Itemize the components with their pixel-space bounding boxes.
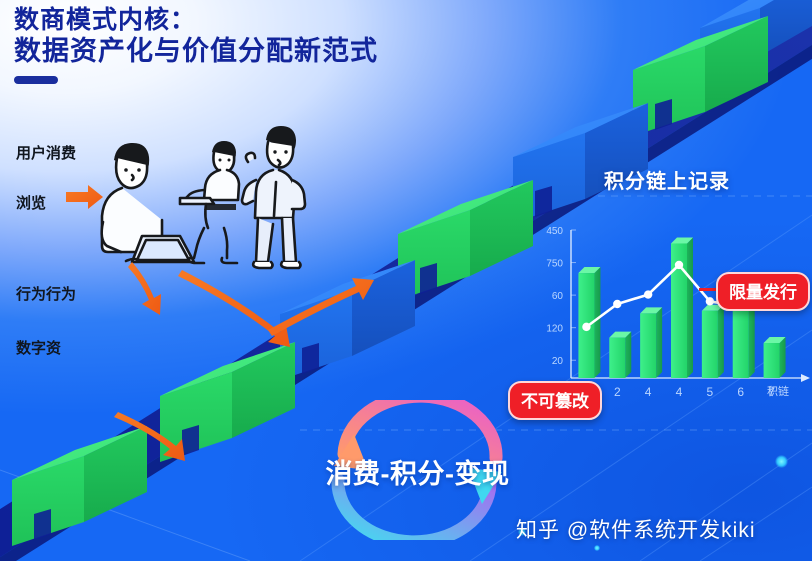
chart-y-tick: 120	[546, 324, 563, 335]
chart-x-tick: 6	[737, 385, 744, 399]
label-browse: 浏览	[16, 195, 47, 212]
glow-dot	[594, 545, 600, 551]
chart-line-point	[643, 290, 653, 299]
chart-bar	[701, 304, 724, 378]
title-line-1: 数商模式内核：	[14, 6, 197, 34]
chart-line-point	[674, 260, 684, 270]
label-user-consume: 用户消费	[16, 145, 77, 162]
chart-line-point	[613, 299, 622, 309]
title-underline	[14, 76, 58, 85]
chart-bar	[763, 337, 786, 378]
poster-title: 数商模式内核： 数据资产化与价值分配新范式	[14, 6, 378, 85]
cycle-graphic: 消费-积分-变现	[300, 400, 535, 540]
watermark: 知乎 @软件系统开发kiki	[516, 519, 756, 542]
chart-x-tick: 2	[614, 385, 621, 399]
chart-x-axis-title: 积链	[767, 386, 789, 398]
label-behavior: 行为行为	[16, 286, 77, 303]
title-line-2: 数据资产化与价值分配新范式	[14, 35, 378, 66]
chart-bar	[578, 267, 601, 378]
chart-x-tick: 5	[707, 385, 714, 399]
glow-dot	[775, 455, 788, 468]
chart-x-tick: 4	[645, 385, 652, 399]
chart-bar	[609, 331, 632, 378]
chart-y-tick: 60	[552, 291, 564, 302]
label-digital-asset: 数字资	[16, 340, 62, 357]
chart-line-point	[705, 297, 715, 306]
badge-immutable[interactable]: 不可篡改	[508, 381, 602, 420]
chart-y-tick: 450	[546, 226, 563, 237]
badge-limited-issue[interactable]: 限量发行	[716, 272, 810, 311]
chart-x-tick: 4	[676, 385, 683, 399]
chart-title: 积分链上记录	[604, 171, 730, 193]
people-illustration	[86, 118, 326, 283]
chart-y-tick: 20	[552, 356, 564, 367]
chart-bar	[671, 237, 693, 378]
chart-y-tick: 750	[546, 259, 563, 270]
cycle-text: 消费-积分-变现	[325, 459, 510, 489]
chart-line-point	[582, 322, 591, 332]
chart-bar	[640, 307, 663, 378]
